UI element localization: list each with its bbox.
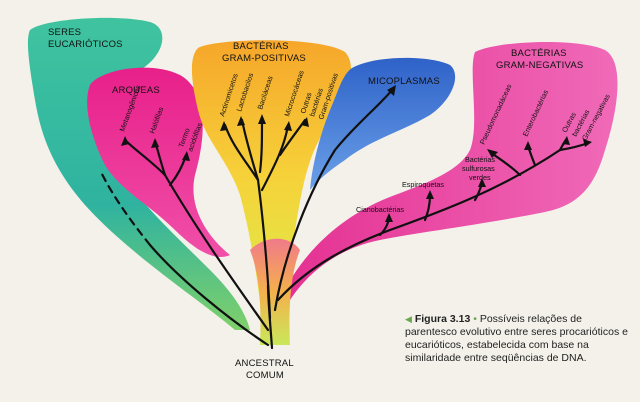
arrow-cianobacterias — [385, 213, 393, 222]
trunk-region — [250, 238, 300, 345]
arrow-metanogenicas — [121, 136, 129, 146]
arrow-actinomicetos — [220, 121, 228, 131]
gram-positive-label-line2: GRAM-POSITIVAS — [222, 53, 306, 64]
archaea-region — [87, 67, 231, 258]
gram-positive-branch — [256, 178, 272, 320]
leaf-sulfurosas-3: verdes — [469, 173, 491, 182]
leaf-cianobacterias: Cianobactérias — [356, 205, 404, 214]
leaf-espiroquetas: Espiroquetas — [402, 180, 444, 189]
gram-negative-label-line2: GRAM-NEGATIVAS — [496, 60, 583, 71]
gram-positive-region — [191, 40, 352, 318]
common-ancestor-label: ANCESTRAL — [235, 358, 294, 369]
arrow-espiroquetas — [426, 190, 434, 199]
arrow-micrococaceas — [284, 121, 292, 131]
arrowheads — [121, 85, 592, 222]
gp-sub-4 — [260, 123, 290, 192]
figure-caption: ◀ Figura 3.13 • Possíveis relações de pa… — [405, 313, 633, 365]
caption-text: Possíveis relações de parentesco evoluti… — [405, 313, 628, 364]
arrow-enterobacterias — [524, 141, 532, 150]
gram-negative-region — [280, 41, 618, 301]
mycoplasmas-region — [310, 57, 456, 190]
arrow-pseudomonadaceas — [487, 149, 498, 158]
arrow-halofilas — [151, 138, 159, 148]
arrow-outras-gp — [301, 117, 309, 127]
arrow-lactobacilos — [237, 116, 245, 126]
arrow-bacilaceas — [258, 114, 266, 124]
caption-bullet-icon: • — [473, 313, 477, 325]
archaea-label: ARQUEAS — [112, 85, 160, 96]
arrow-micoplasmas — [387, 85, 396, 96]
eukaryote-dashed-branch — [98, 168, 152, 247]
gram-positive-label: BACTÉRIAS — [233, 41, 289, 52]
tree-branches — [98, 88, 590, 350]
leaf-sulfurosas-1: Bactérias — [465, 155, 495, 164]
eukaryote-branch — [148, 243, 270, 347]
leaf-sulfurosas-2: sulfurosas — [462, 164, 495, 173]
arrow-sulfurosas — [478, 178, 486, 187]
common-ancestor-label-line2: COMUM — [246, 370, 284, 381]
arrow-outras-gn-2 — [583, 139, 592, 147]
mycoplasma-branch — [273, 88, 394, 312]
gp-sub-1 — [223, 123, 260, 182]
mycoplasmas-label: MICOPLASMAS — [368, 76, 440, 87]
caption-triangle-icon: ◀ — [405, 314, 412, 324]
figure-label: Figura 3.13 — [414, 313, 471, 325]
eukaryotes-region — [27, 17, 251, 331]
archaea-branch — [163, 173, 270, 332]
arrow-outras-gn-1 — [562, 136, 570, 145]
gram-negative-label: BACTÉRIAS — [511, 48, 567, 59]
eukaryotes-label: SERES — [48, 27, 81, 38]
arrow-termo — [182, 151, 190, 161]
gram-negative-branch — [276, 148, 562, 302]
eukaryotes-label-line2: EUCARIÓTICOS — [48, 39, 123, 50]
